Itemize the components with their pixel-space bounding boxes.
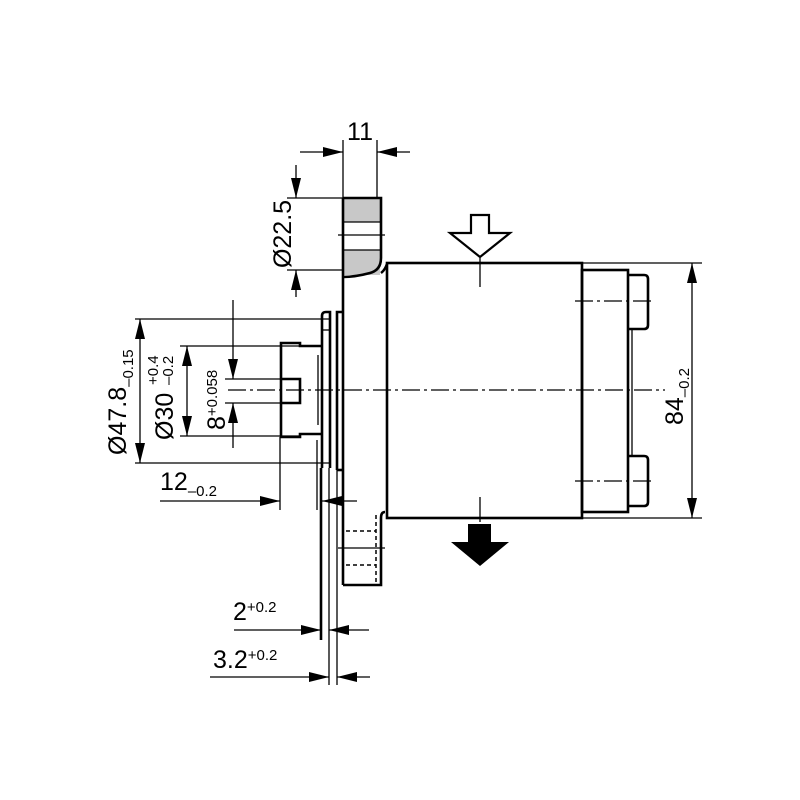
outlet-arrow-icon xyxy=(451,524,509,566)
dim-label: 11 xyxy=(347,118,373,146)
dim-body-height: 84–0.2 xyxy=(582,262,702,519)
svg-text:12–0.2: 12–0.2 xyxy=(160,468,217,500)
dim-pilot-diameter: Ø47.8–0.15 xyxy=(104,318,330,464)
dim-label: Ø30 xyxy=(151,393,179,440)
dim-flange-width: 11 xyxy=(300,118,410,198)
inlet-arrow-icon xyxy=(446,213,514,259)
dim-shaft-length: 12–0.2 xyxy=(160,437,357,510)
dim-label: 2 xyxy=(233,598,247,626)
svg-text:8+0.058: 8+0.058 xyxy=(203,370,231,430)
dim-label: Ø22.5 xyxy=(269,200,297,268)
dim-shaft-diameter: Ø30 +0.4 –0.2 xyxy=(145,345,300,440)
rear-cover xyxy=(575,268,655,514)
svg-text:84–0.2: 84–0.2 xyxy=(661,368,693,425)
dim-tolerance: +0.2 xyxy=(247,599,277,616)
dim-key-width: 8+0.058 xyxy=(203,300,281,448)
dim-tolerance: +0.2 xyxy=(248,647,278,664)
dim-gap-3-2: 3.2+0.2 xyxy=(210,646,370,682)
dim-tolerance-upper: +0.4 xyxy=(145,355,162,385)
dim-label: 84 xyxy=(661,397,689,425)
dim-tolerance: –0.2 xyxy=(676,368,693,397)
svg-text:2+0.2: 2+0.2 xyxy=(233,598,277,626)
dim-tolerance: +0.058 xyxy=(204,370,221,416)
dim-label: 12 xyxy=(160,468,188,496)
svg-text:3.2+0.2: 3.2+0.2 xyxy=(213,646,277,674)
dim-port-diameter: Ø22.5 xyxy=(269,165,343,297)
flange xyxy=(338,196,389,587)
dim-tolerance: –0.2 xyxy=(188,483,217,500)
pilot xyxy=(320,310,343,472)
dim-tolerance: –0.15 xyxy=(120,349,137,387)
svg-text:Ø47.8–0.15: Ø47.8–0.15 xyxy=(104,349,137,455)
dim-label: Ø47.8 xyxy=(104,387,132,455)
dim-label: 8 xyxy=(203,416,231,430)
dim-tolerance-lower: –0.2 xyxy=(160,356,177,385)
svg-text:Ø30: Ø30 xyxy=(151,393,179,440)
dim-gap-2: 2+0.2 xyxy=(233,598,369,635)
dim-label: 3.2 xyxy=(213,646,248,674)
